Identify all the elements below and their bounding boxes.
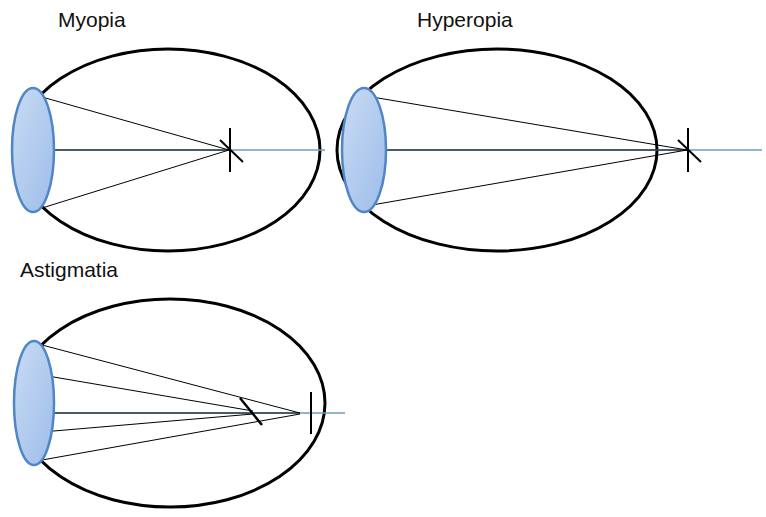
eye-condition-label: Myopia <box>58 8 126 31</box>
eye-condition-label: Astigmatia <box>20 258 118 281</box>
myopia-eye <box>12 49 325 251</box>
hyperopia-eye <box>337 49 762 251</box>
astigmatia-eye <box>14 299 345 507</box>
eye-condition-label: Hyperopia <box>417 8 513 31</box>
